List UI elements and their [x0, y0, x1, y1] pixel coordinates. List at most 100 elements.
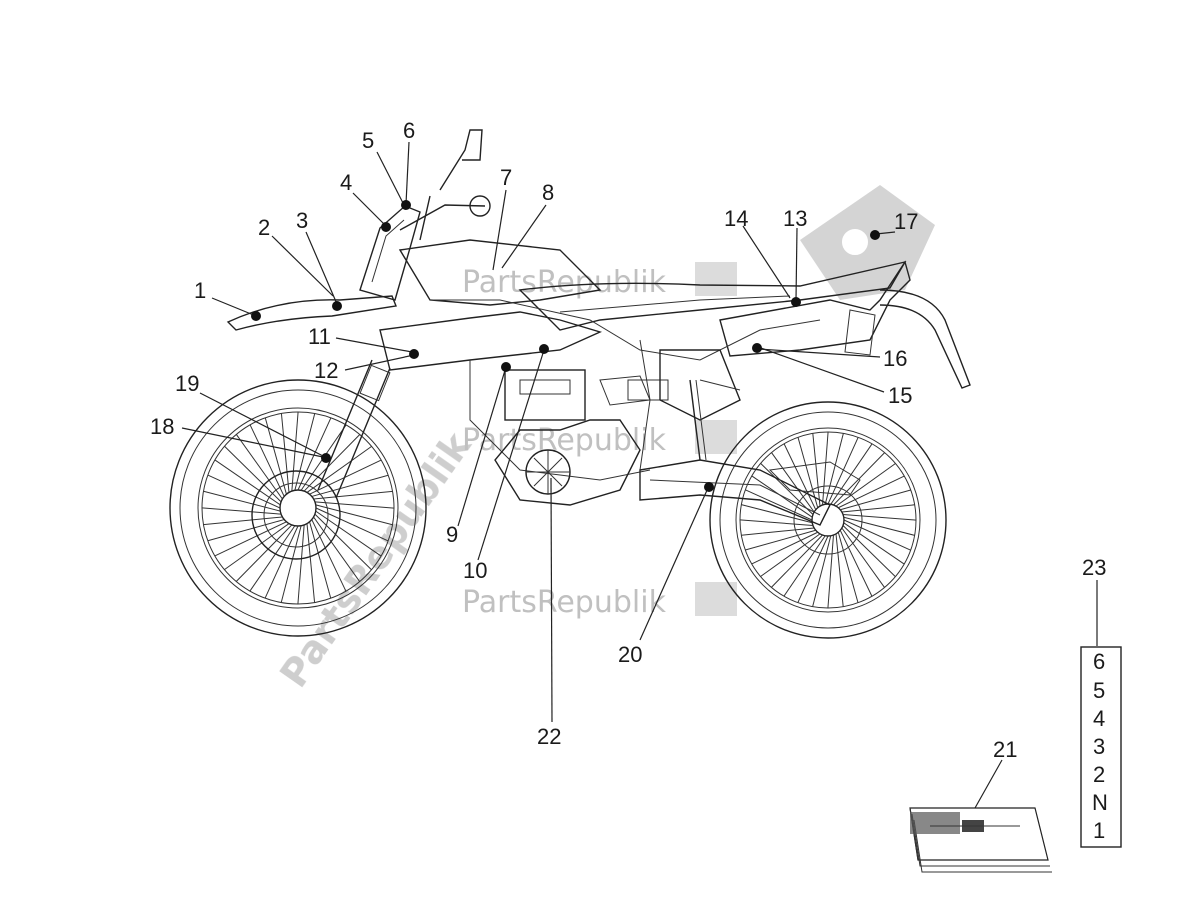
spoke	[280, 413, 290, 493]
spoke	[224, 445, 282, 503]
spoke	[235, 434, 283, 500]
rear-wheel	[709, 401, 947, 639]
spoke	[207, 474, 281, 509]
watermark-gear-flag-icon	[800, 185, 935, 300]
engine	[494, 369, 669, 506]
callout-17: 17	[894, 209, 918, 234]
callout-4: 4	[340, 170, 352, 195]
spoke	[797, 535, 829, 603]
spoke	[297, 524, 305, 605]
spoke	[838, 475, 905, 509]
spoke	[264, 417, 287, 495]
spoke	[297, 417, 332, 491]
spoke	[771, 534, 823, 588]
spoke	[303, 434, 361, 492]
spoke	[249, 424, 285, 497]
callout-2: 2	[258, 215, 270, 240]
spoke	[306, 445, 372, 493]
callout-23: 23	[1082, 555, 1106, 580]
gear-position-4: 4	[1093, 706, 1105, 731]
spoke	[837, 532, 859, 603]
spoke	[203, 516, 283, 526]
spoke	[214, 521, 287, 557]
spoke	[739, 519, 814, 526]
callout-22: 22	[537, 724, 561, 749]
spoke	[783, 535, 826, 597]
gear-position-2: 2	[1093, 762, 1105, 787]
spoke	[839, 530, 873, 597]
spoke	[842, 525, 896, 577]
spoke	[306, 523, 316, 603]
watermark-brand-1: PartsRepublik	[462, 262, 737, 300]
watermark-brand-3: PartsRepublik	[462, 582, 737, 620]
front-wheel	[169, 379, 427, 637]
spoke	[313, 490, 393, 500]
gear-position-1: 1	[1093, 818, 1105, 843]
spoke	[314, 501, 395, 509]
spoke	[827, 534, 834, 609]
callout-3: 3	[296, 208, 308, 233]
spoke	[833, 452, 885, 506]
watermark-diagonal-text: PartsRepublik	[271, 424, 479, 695]
spoke	[771, 452, 815, 513]
callout-6: 6	[403, 118, 415, 143]
spoke	[224, 523, 290, 571]
spoke	[280, 525, 302, 603]
spoke	[294, 413, 316, 491]
spoke	[315, 504, 393, 526]
spoke	[314, 513, 372, 571]
spoke	[311, 474, 389, 497]
spoke	[745, 529, 816, 551]
spoke	[760, 533, 821, 577]
spoke	[313, 516, 361, 582]
spoke	[843, 522, 905, 565]
motorcycle-drawing	[169, 129, 971, 639]
spoke	[309, 521, 332, 599]
spoke	[207, 519, 285, 542]
watermark-brand-text: PartsRepublik	[462, 265, 667, 300]
spoke	[843, 519, 911, 551]
gear-position-5: 5	[1093, 678, 1105, 703]
spoke	[741, 504, 813, 524]
gear-position-6: 6	[1093, 649, 1105, 674]
callout-8: 8	[542, 180, 554, 205]
callout-10: 10	[463, 558, 487, 583]
watermark-brand-text: PartsRepublik	[462, 585, 667, 620]
callout-19: 19	[175, 371, 199, 396]
spoke	[741, 527, 815, 536]
spoke	[783, 443, 817, 510]
spoke	[235, 524, 293, 582]
watermark-flag-icon	[695, 262, 737, 296]
spoke	[760, 463, 814, 515]
spoke	[249, 525, 296, 592]
callout-15: 15	[888, 383, 912, 408]
gear-position-3: 3	[1093, 734, 1105, 759]
spoke	[751, 531, 818, 565]
manual-booklet-icon	[909, 807, 1052, 873]
spoke	[812, 535, 832, 607]
callout-labels: 1 2 3 4 5 6 7 8 9 10 11 12 13 14 15 16 1…	[150, 118, 1106, 762]
callout-5: 5	[362, 128, 374, 153]
spoke	[840, 489, 911, 511]
spoke	[824, 433, 844, 505]
spoke	[264, 525, 299, 599]
callout-14: 14	[724, 206, 748, 231]
spoke	[835, 463, 896, 507]
gear-indicator-decal: 6 5 4 3 2 N 1	[1080, 646, 1122, 848]
callout-9: 9	[446, 522, 458, 547]
spoke	[745, 489, 813, 521]
callout-1: 1	[194, 278, 206, 303]
spoke	[315, 510, 382, 557]
callout-13: 13	[783, 206, 807, 231]
watermark-flag-icon	[695, 582, 737, 616]
spoke	[797, 437, 819, 508]
spoke	[827, 437, 859, 505]
spoke	[822, 431, 829, 506]
spoke	[311, 519, 347, 592]
callout-18: 18	[150, 414, 174, 439]
spoke	[812, 433, 821, 507]
callout-11: 11	[308, 324, 331, 349]
spoke	[842, 514, 917, 521]
callout-12: 12	[314, 358, 338, 383]
